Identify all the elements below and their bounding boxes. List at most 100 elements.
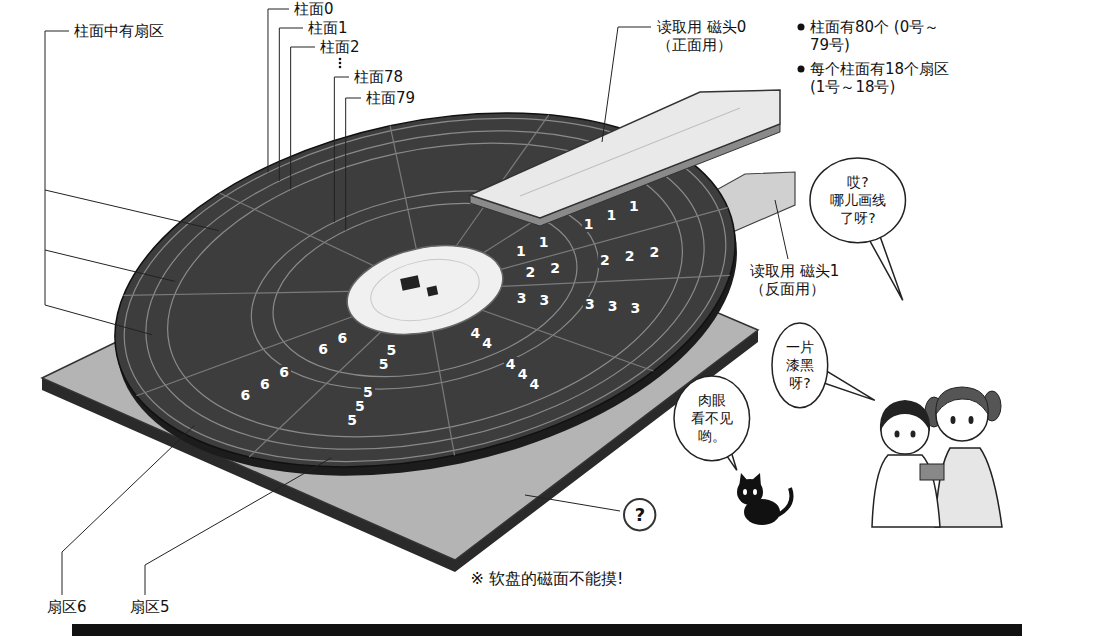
sector-label: 扇区5 — [128, 598, 172, 616]
bubble-outline — [674, 376, 750, 461]
hub-hole — [400, 275, 420, 290]
leader-line — [45, 305, 152, 335]
head-label: 读取用 磁头0（正面用） — [655, 18, 787, 54]
sector-number: 1 — [582, 217, 596, 232]
leader-line — [62, 425, 194, 595]
sector-number: 2 — [648, 245, 662, 260]
callout-circle: ? — [623, 498, 656, 531]
sector-number: 3 — [629, 301, 643, 316]
sector-line — [501, 239, 730, 322]
sector-number: 3 — [606, 299, 620, 314]
sector-number: 5 — [345, 413, 359, 428]
girl-eye — [969, 416, 974, 424]
sector-number: 2 — [623, 249, 637, 264]
girl-hair — [936, 387, 988, 414]
speech-text: 一片 漆黑 呀? — [784, 338, 816, 392]
speech-bubble: 肉眼 看不见 哟。 — [673, 375, 751, 462]
leader-line — [45, 190, 219, 231]
leader-line — [775, 200, 788, 259]
hub-ring — [365, 250, 485, 330]
girl-body — [935, 448, 1002, 527]
sector-number: 5 — [353, 399, 367, 414]
hub-hole — [427, 286, 439, 297]
cat-ears — [739, 473, 761, 487]
bubble-outline — [810, 158, 905, 243]
cylinder-label: 柱面2 — [318, 38, 362, 56]
speech-text: 肉眼 看不见 哟。 — [689, 391, 735, 445]
sector-number: 6 — [238, 388, 252, 403]
sector-number: 3 — [583, 297, 597, 312]
sector-number: 5 — [361, 385, 375, 400]
sector-line — [220, 165, 374, 294]
sector-note: 柱面中有扇区 — [72, 22, 166, 40]
leader-lines — [45, 9, 788, 595]
sector-number: 1 — [514, 244, 528, 259]
leader-line — [602, 27, 651, 142]
cylinder-label: 柱面79 — [364, 89, 417, 107]
leader-line — [525, 495, 620, 511]
cat-eye — [743, 489, 747, 495]
cat-eye — [753, 489, 757, 495]
sector-line — [428, 331, 458, 455]
girl-hair — [880, 400, 930, 432]
spec-note: 柱面有80个 (0号～79号) — [808, 18, 956, 54]
speech-bubble: 一片 漆黑 呀? — [771, 322, 829, 409]
circle-outline — [624, 499, 655, 530]
girl-eye — [911, 431, 916, 438]
arm-detail — [520, 108, 740, 196]
leader-line — [145, 458, 331, 595]
speech-text: 哎? 哪儿画线 了呀? — [828, 173, 888, 227]
sector-label: 扇区6 — [45, 598, 89, 616]
leader-line — [45, 31, 69, 305]
ellipsis-dot — [339, 66, 342, 69]
leader-line — [45, 250, 175, 281]
bubble-outline — [772, 323, 828, 408]
sector-number: 3 — [515, 291, 529, 306]
sector-number: 6 — [258, 377, 272, 392]
speech-bubble: 哎? 哪儿画线 了呀? — [809, 157, 906, 244]
sector-number: 4 — [528, 377, 542, 392]
sector-number: 6 — [277, 365, 291, 380]
ellipsis-dot — [339, 62, 342, 65]
callout-mark: ? — [635, 506, 645, 524]
head-label: 读取用 磁头1（反面用） — [748, 262, 880, 298]
caption: ※ 软盘的磁面不能摸! — [468, 569, 627, 588]
cat-tail — [778, 488, 792, 515]
sector-number: 1 — [537, 235, 551, 250]
head-arm-0 — [470, 90, 780, 218]
girl-eye — [895, 431, 900, 438]
disk-hub — [339, 232, 511, 347]
sector-number: 1 — [627, 199, 641, 214]
bottom-bar — [72, 624, 1022, 636]
girls-figure — [872, 387, 1002, 527]
cylinder-label: 柱面78 — [352, 68, 405, 86]
sector-number: 2 — [524, 265, 538, 280]
ellipsis-dot — [339, 58, 342, 61]
girl-eye — [951, 416, 956, 424]
leader-line — [279, 28, 303, 181]
spec-note: 每个柱面有18个扇区 (1号～18号) — [808, 60, 956, 96]
bullet-dot — [798, 66, 805, 73]
sector-number: 4 — [480, 336, 494, 351]
sector-number: 6 — [316, 342, 330, 357]
sector-number: 1 — [604, 208, 618, 223]
camera — [920, 464, 944, 480]
bullet-dot — [798, 24, 805, 31]
sector-number: 2 — [598, 253, 612, 268]
sector-number: 5 — [377, 357, 391, 372]
cylinder-label: 柱面1 — [306, 19, 350, 37]
sector-line — [482, 278, 653, 403]
sector-line — [229, 332, 400, 457]
sector-number: 3 — [538, 293, 552, 308]
leader-line — [334, 77, 349, 222]
leader-line — [291, 47, 315, 189]
sector-number: 5 — [385, 343, 399, 358]
sector-line — [390, 126, 416, 249]
sector-number: 6 — [336, 331, 350, 346]
leader-line — [268, 9, 289, 172]
sector-line — [130, 316, 360, 395]
cylinder-label: 柱面0 — [292, 0, 336, 18]
sector-line — [124, 249, 350, 337]
